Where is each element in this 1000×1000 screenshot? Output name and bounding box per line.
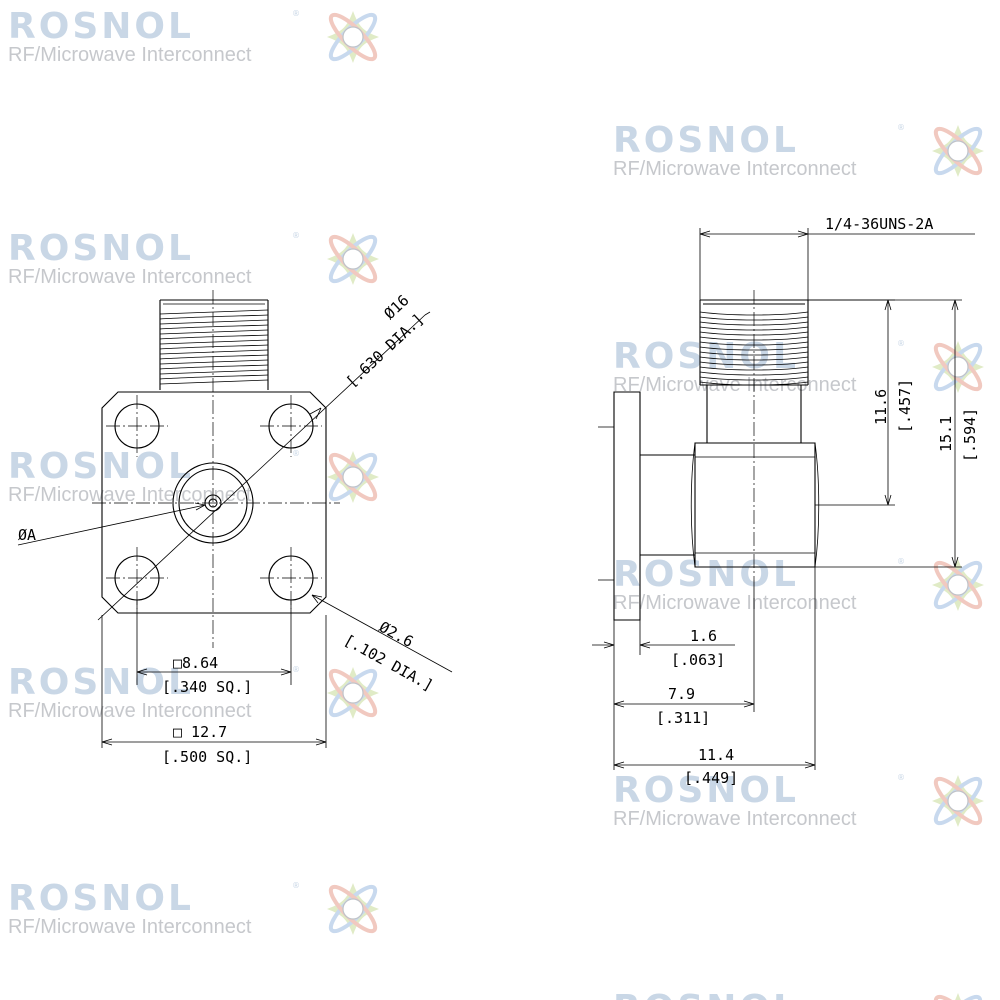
svg-text:ROSNOL: ROSNOL xyxy=(8,6,194,47)
svg-text:RF/Microwave Interconnect: RF/Microwave Interconnect xyxy=(613,808,857,830)
hole-spacing-label: □8.64 xyxy=(173,654,218,672)
total-height-inch-label: [.594] xyxy=(961,408,979,462)
thread-height-inch-label: [.457] xyxy=(896,379,914,433)
overall-label: 11.4 xyxy=(698,746,734,764)
front-view xyxy=(17,290,453,748)
offset-label: 7.9 xyxy=(668,685,695,703)
svg-text:®: ® xyxy=(897,123,905,132)
svg-text:®: ® xyxy=(897,557,905,566)
svg-text:®: ® xyxy=(292,9,300,18)
pin-dia-label: ØA xyxy=(18,526,36,544)
svg-text:RF/Microwave Interconnect: RF/Microwave Interconnect xyxy=(8,916,252,938)
overall-inch-label: [.449] xyxy=(684,769,738,787)
svg-text:RF/Microwave Interconnect: RF/Microwave Interconnect xyxy=(613,158,857,180)
thread-spec-label: 1/4-36UNS-2A xyxy=(825,215,933,233)
svg-text:ROSNOL: ROSNOL xyxy=(8,662,194,703)
svg-text:®: ® xyxy=(292,231,300,240)
flange-size-inch-label: [.500 SQ.] xyxy=(162,748,252,766)
flange-size-label: □ 12.7 xyxy=(173,723,227,741)
svg-text:®: ® xyxy=(292,665,300,674)
thread-height-label: 11.6 xyxy=(872,389,890,425)
svg-text:RF/Microwave Interconnect: RF/Microwave Interconnect xyxy=(8,44,252,66)
svg-text:ROSNOL: ROSNOL xyxy=(613,554,799,595)
svg-text:®: ® xyxy=(292,449,300,458)
svg-text:ROSNOL: ROSNOL xyxy=(613,988,799,1000)
offset-inch-label: [.311] xyxy=(656,709,710,727)
total-height-label: 15.1 xyxy=(937,416,955,452)
svg-text:RF/Microwave Interconnect: RF/Microwave Interconnect xyxy=(613,592,857,614)
svg-text:RF/Microwave Interconnect: RF/Microwave Interconnect xyxy=(8,700,252,722)
side-body xyxy=(694,442,816,568)
svg-text:RF/Microwave Interconnect: RF/Microwave Interconnect xyxy=(8,484,252,506)
hole-spacing-inch-label: [.340 SQ.] xyxy=(162,678,252,696)
side-view xyxy=(592,228,975,770)
svg-text:ROSNOL: ROSNOL xyxy=(613,336,799,377)
svg-text:ROSNOL: ROSNOL xyxy=(8,446,194,487)
flange-thick-inch-label: [.063] xyxy=(671,651,725,669)
flange-thick-label: 1.6 xyxy=(690,627,717,645)
svg-text:ROSNOL: ROSNOL xyxy=(613,120,799,161)
svg-text:ROSNOL: ROSNOL xyxy=(613,770,799,811)
svg-text:®: ® xyxy=(292,881,300,890)
svg-text:RF/Microwave Interconnect: RF/Microwave Interconnect xyxy=(8,266,252,288)
flange-dia-inch-label: [.630 DIA.] xyxy=(342,310,427,391)
hole-dia-label: Ø2.6 xyxy=(376,618,416,651)
svg-text:ROSNOL: ROSNOL xyxy=(8,878,194,919)
svg-text:ROSNOL: ROSNOL xyxy=(8,228,194,269)
svg-text:®: ® xyxy=(897,773,905,782)
svg-text:®: ® xyxy=(897,339,905,348)
front-flange xyxy=(101,391,327,614)
front-thread xyxy=(159,299,269,390)
watermark: ROSNOL ® RF/Microwave Interconnect ROSNO… xyxy=(8,6,988,1000)
